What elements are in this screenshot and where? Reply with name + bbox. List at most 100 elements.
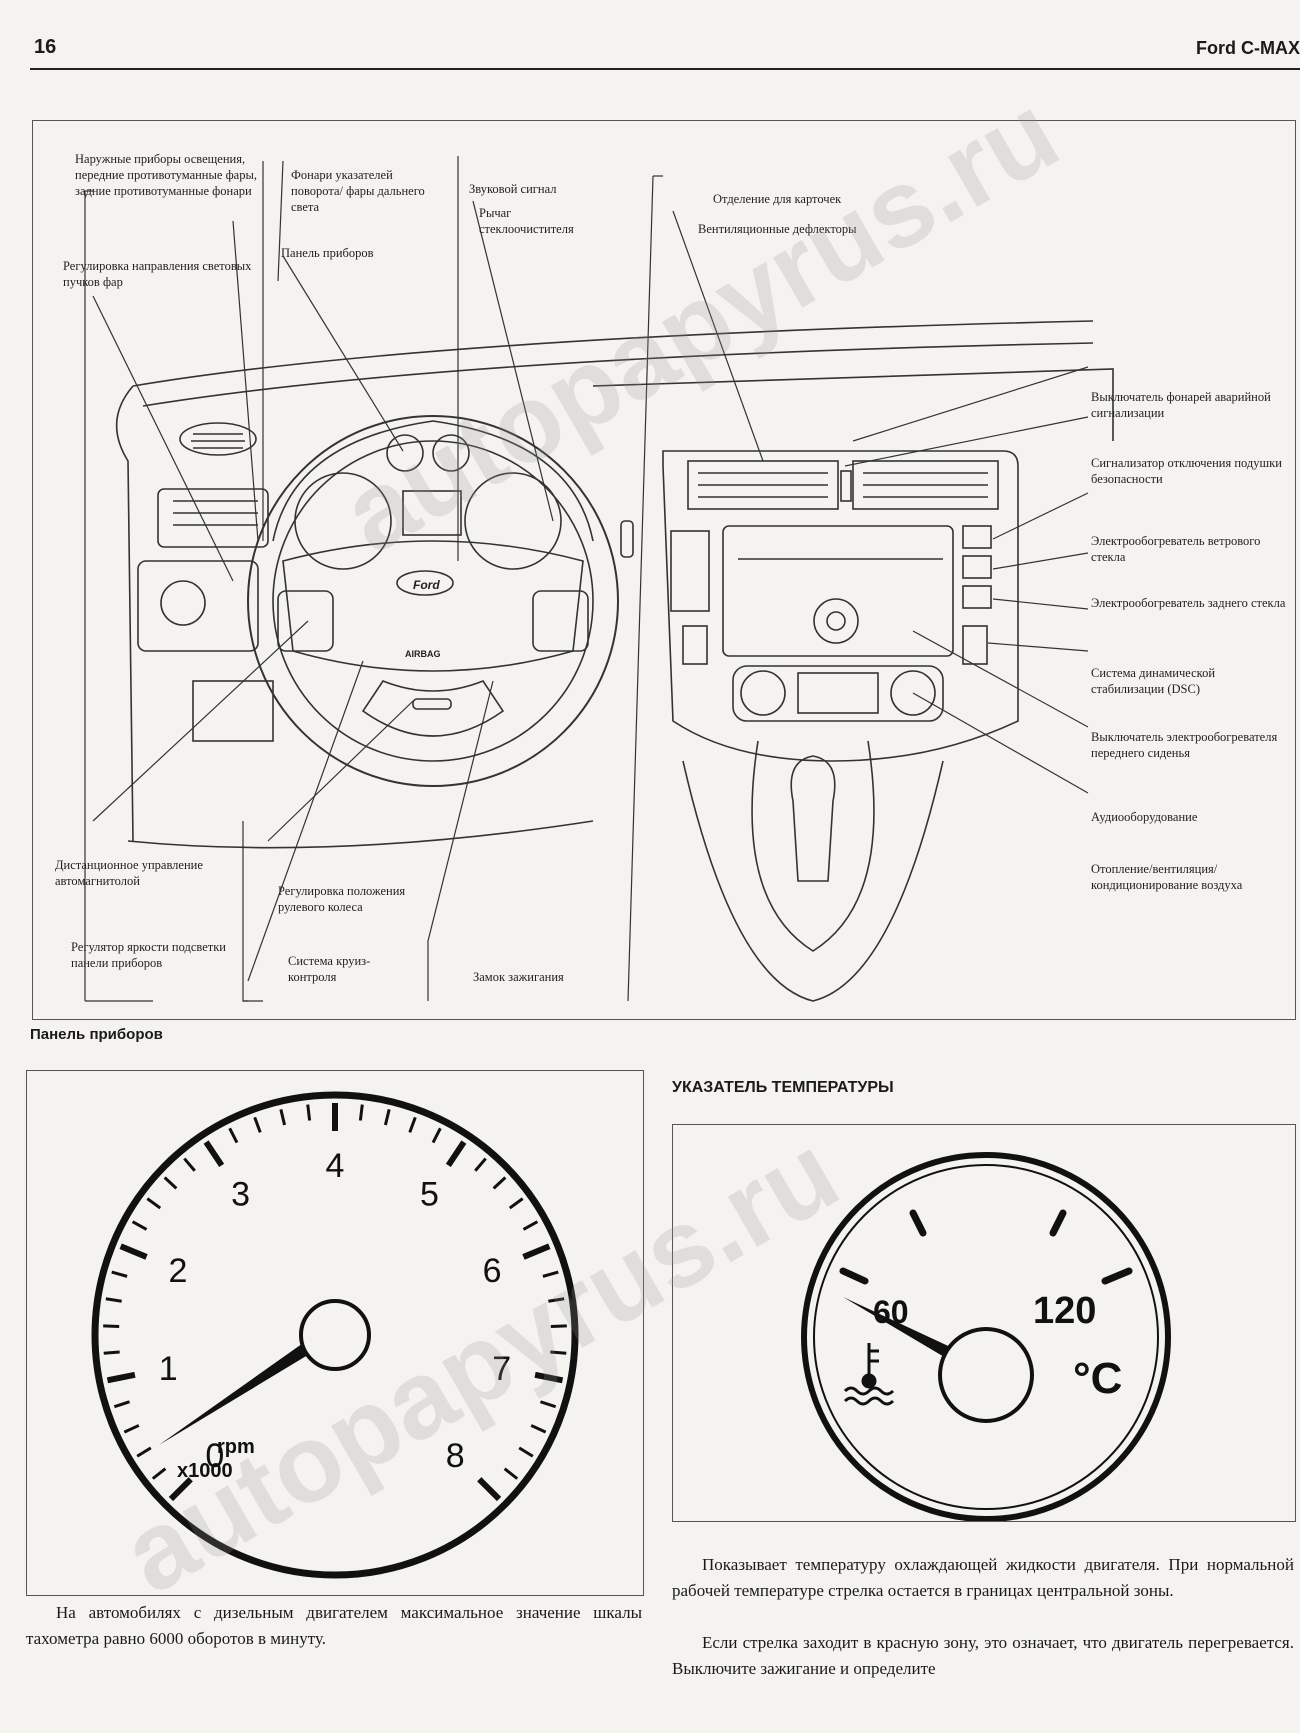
tachometer-minor-tick: [548, 1297, 565, 1303]
temperature-gauge: 60 120 °C: [801, 1152, 1171, 1522]
label-turn-signals: Фонари указателей поворота/ фары дальнег…: [291, 168, 425, 214]
tachometer-label: 3: [231, 1176, 250, 1214]
diesel-note: На автомобилях с дизельным двигателем ма…: [26, 1603, 642, 1648]
temp-label-120: 120: [1033, 1290, 1096, 1332]
label-exterior-lights: Наружные приборы освещения, передние про…: [75, 152, 257, 198]
tachometer-minor-tick: [383, 1109, 391, 1126]
tachometer-label: 6: [483, 1252, 502, 1290]
temperature-figure: 60 120 °C: [672, 1124, 1296, 1522]
dashboard-diagram: Наружные приборы освещения, передние про…: [32, 120, 1296, 1020]
temp-unit: °C: [1073, 1354, 1122, 1403]
tachometer-major-tick: [203, 1140, 225, 1168]
tachometer-minor-tick: [253, 1116, 262, 1133]
tachometer-minor-tick: [530, 1424, 547, 1434]
airbag-label: AIRBAG: [405, 649, 441, 659]
label-card-holder: Отделение для карточек: [713, 192, 842, 206]
tachometer-unit-rpm: rpm: [217, 1436, 255, 1458]
leader-lines: [84, 156, 1089, 1002]
tachometer-label: 8: [446, 1437, 465, 1475]
label-rear-window-heater: Электрообогреватель заднего стекла: [1091, 596, 1286, 610]
book-title: Ford C-MAX: [1196, 38, 1300, 58]
tachometer-minor-tick: [503, 1467, 519, 1480]
tachometer-minor-tick: [131, 1220, 148, 1231]
tachometer-minor-tick: [183, 1157, 196, 1172]
tachometer-minor-tick: [522, 1220, 539, 1231]
tachometer-label: 7: [492, 1350, 511, 1388]
tachometer-minor-tick: [474, 1157, 487, 1172]
tachometer-minor-tick: [105, 1297, 122, 1303]
tachometer-minor-tick: [542, 1270, 559, 1278]
tachometer-minor-tick: [408, 1116, 417, 1133]
tachometer-minor-tick: [539, 1400, 557, 1409]
tachometer-minor-tick: [518, 1446, 534, 1458]
tachometer-minor-tick: [136, 1446, 152, 1458]
tachometer-minor-tick: [163, 1176, 178, 1190]
tachometer-minor-tick: [111, 1270, 128, 1278]
tachometer-major-tick: [168, 1477, 193, 1502]
label-windshield-heater: Электрообогреватель ветрового стекла: [1091, 534, 1261, 564]
label-headlamp-leveling: Регулировка направления световых пучков …: [63, 259, 252, 289]
label-horn: Звуковой сигнал: [469, 182, 557, 196]
label-steering-adjust: Регулировка положения рулевого колеса: [278, 884, 406, 914]
tachometer-minor-tick: [492, 1176, 507, 1190]
tachometer-gauge: 0 1 2 3 4 5 6 7 8 rpm x1000: [91, 1091, 579, 1579]
tachometer-minor-tick: [151, 1467, 167, 1480]
label-audio: Аудиооборудование: [1091, 810, 1198, 824]
temp-tick-1: [839, 1267, 869, 1285]
temp-tick-3: [1049, 1209, 1067, 1237]
tachometer-needle: [159, 1329, 331, 1445]
tachometer-minor-tick: [550, 1324, 567, 1329]
tachometer-major-tick: [106, 1371, 136, 1384]
tachometer-minor-tick: [358, 1104, 364, 1121]
label-dimmer: Регулятор яркости подсветки панели прибо…: [71, 940, 226, 970]
label-hazard-switch: Выключатель фонарей аварийной сигнализац…: [1091, 390, 1271, 420]
label-climate: Отопление/вентиляция/ кондиционирование …: [1091, 862, 1243, 892]
tachometer-major-tick: [522, 1243, 551, 1260]
tachometer-ticks: [103, 1103, 567, 1502]
temperature-title: УКАЗАТЕЛЬ ТЕМПЕРАТУРЫ: [672, 1079, 894, 1096]
label-dsc: Система динамической стабилизации (DSC): [1091, 666, 1216, 696]
tachometer-minor-tick: [146, 1197, 162, 1210]
overheat-warning: Если стрелка заходит в красную зону, это…: [672, 1633, 1294, 1678]
label-airbag-indicator: Сигнализатор отключения подушки безопасн…: [1091, 456, 1282, 486]
temperature-needle: [843, 1297, 959, 1361]
ford-logo: Ford: [413, 578, 440, 592]
label-remote-audio: Дистанционное управление автомагнитолой: [55, 858, 203, 888]
label-wiper-lever: Рычаг стеклоочистителя: [479, 206, 574, 236]
tachometer-figure: 0 1 2 3 4 5 6 7 8 rpm x1000: [26, 1070, 644, 1596]
tachometer-minor-tick: [123, 1424, 140, 1434]
tachometer-major-tick: [534, 1371, 564, 1384]
temp-tick-2: [909, 1209, 927, 1237]
label-ignition-lock: Замок зажигания: [473, 970, 564, 984]
tachometer-minor-tick: [431, 1127, 442, 1144]
dashboard-drawing: [84, 156, 1114, 1002]
tachometer-major-tick: [119, 1243, 148, 1260]
tachometer-unit-x1000: x1000: [177, 1460, 233, 1482]
label-vents: Вентиляционные дефлекторы: [698, 222, 857, 236]
label-seat-heater: Выключатель электрообогревателя переднег…: [1091, 730, 1278, 760]
temperature-hub: [938, 1327, 1034, 1423]
tachometer-minor-tick: [306, 1104, 312, 1121]
section-title-instrument-panel: Панель приборов: [30, 1026, 163, 1043]
label-instrument-panel: Панель приборов: [281, 246, 374, 260]
tachometer-major-tick: [445, 1140, 467, 1168]
tachometer-label: 0: [205, 1437, 224, 1475]
tachometer-minor-tick: [103, 1350, 120, 1355]
tachometer-label: 1: [159, 1350, 178, 1388]
tachometer-minor-tick: [113, 1400, 131, 1409]
tachometer-minor-tick: [508, 1197, 524, 1210]
tachometer-label: 2: [168, 1252, 187, 1290]
tachometer-minor-tick: [279, 1109, 287, 1126]
tachometer-major-tick: [477, 1477, 502, 1502]
tachometer-minor-tick: [103, 1324, 120, 1329]
tachometer-label: 4: [326, 1147, 345, 1185]
temperature-description: Показывает температуру охлаждающей жидко…: [672, 1555, 1294, 1600]
header-rule: [30, 68, 1300, 70]
tachometer-label: 5: [420, 1176, 439, 1214]
tachometer-minor-tick: [550, 1350, 567, 1355]
coolant-icon: [843, 1343, 895, 1406]
tachometer-labels: 0 1 2 3 4 5 6 7 8: [159, 1147, 511, 1475]
page-number: 16: [34, 36, 57, 58]
label-cruise-control: Система круиз-контроля: [288, 954, 371, 984]
tachometer-hub: [299, 1299, 371, 1371]
